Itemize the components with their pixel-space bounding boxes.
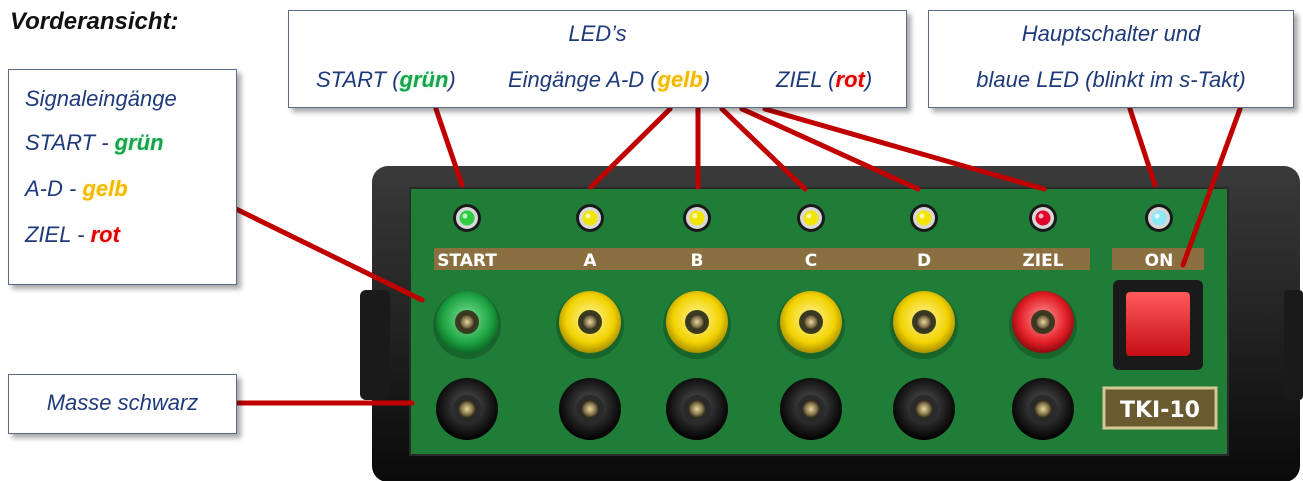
led-power [1145, 204, 1173, 232]
ground-socket[interactable] [1012, 378, 1074, 440]
connector-lines [231, 106, 1243, 406]
label-strip [434, 248, 1204, 270]
ground-socket[interactable] [559, 378, 621, 440]
socket-start[interactable] [433, 291, 501, 359]
signal-ad-prefix: A-D - [25, 176, 83, 201]
signal-start-prefix: START - [25, 130, 115, 155]
led-d [910, 204, 938, 232]
socket-ziel[interactable] [1009, 291, 1077, 359]
led-ziel-color: rot [835, 67, 865, 92]
callout-power-line2: blaue LED (blinkt im s-Takt) [976, 67, 1246, 92]
callout-leds-heading: LED’s [568, 21, 627, 46]
socket-d[interactable] [890, 291, 958, 359]
model-badge [1102, 386, 1218, 430]
page-title: Vorderansicht: [10, 8, 179, 35]
led-ziel [1029, 204, 1057, 232]
led-start-color: grün [399, 67, 449, 92]
callout-ground: Masse schwarz [8, 374, 237, 434]
signal-start-color: grün [114, 130, 164, 155]
callout-leds: LED’s START (grün) Eingänge A-D (gelb) Z… [288, 10, 907, 108]
led-inputs-suffix: ) [702, 67, 711, 92]
channel-label: ZIEL [1022, 251, 1063, 271]
signal-ad-color: gelb [82, 176, 128, 201]
callout-leds-inputs: Eingänge A-D (gelb) [508, 67, 710, 93]
channel-label: START [437, 251, 497, 271]
ground-socket[interactable] [666, 378, 728, 440]
led-inputs-color: gelb [657, 67, 703, 92]
callout-signal-inputs: Signaleingänge START - grün A-D - gelb Z… [8, 69, 237, 285]
channel-label: D [917, 251, 931, 271]
callout-signal-ziel: ZIEL - rot [25, 222, 120, 248]
socket-c[interactable] [777, 291, 845, 359]
led-ziel-suffix: ) [864, 67, 873, 92]
channel-label: B [691, 251, 704, 271]
ground-socket[interactable] [436, 378, 498, 440]
socket-a[interactable] [556, 291, 624, 359]
led-inputs-prefix: Eingänge A-D ( [508, 67, 658, 92]
ground-socket[interactable] [893, 378, 955, 440]
ground-socket[interactable] [780, 378, 842, 440]
led-b [683, 204, 711, 232]
callout-signal-start: START - grün [25, 130, 164, 156]
channel-label: C [805, 251, 817, 271]
led-start-prefix: START ( [316, 67, 400, 92]
model-label: TKI-10 [1120, 398, 1200, 423]
signal-ziel-color: rot [90, 222, 120, 247]
led-ziel-prefix: ZIEL ( [776, 67, 836, 92]
socket-b[interactable] [663, 291, 731, 359]
power-button[interactable] [1113, 280, 1203, 370]
led-a [576, 204, 604, 232]
callout-ground-label: Masse schwarz [46, 390, 199, 415]
led-c [797, 204, 825, 232]
channel-label: A [583, 251, 597, 271]
callout-power: Hauptschalter und blaue LED (blinkt im s… [928, 10, 1294, 108]
led-start [453, 204, 481, 232]
callout-signal-ad: A-D - gelb [25, 176, 128, 202]
channel-label: ON [1145, 251, 1174, 271]
callout-leds-start: START (grün) [316, 67, 456, 93]
callout-power-line1: Hauptschalter und [1021, 21, 1201, 46]
callout-leds-ziel: ZIEL (rot) [776, 67, 872, 93]
signal-ziel-prefix: ZIEL - [25, 222, 91, 247]
callout-signal-heading: Signaleingänge [25, 86, 177, 111]
led-start-suffix: ) [448, 67, 456, 92]
